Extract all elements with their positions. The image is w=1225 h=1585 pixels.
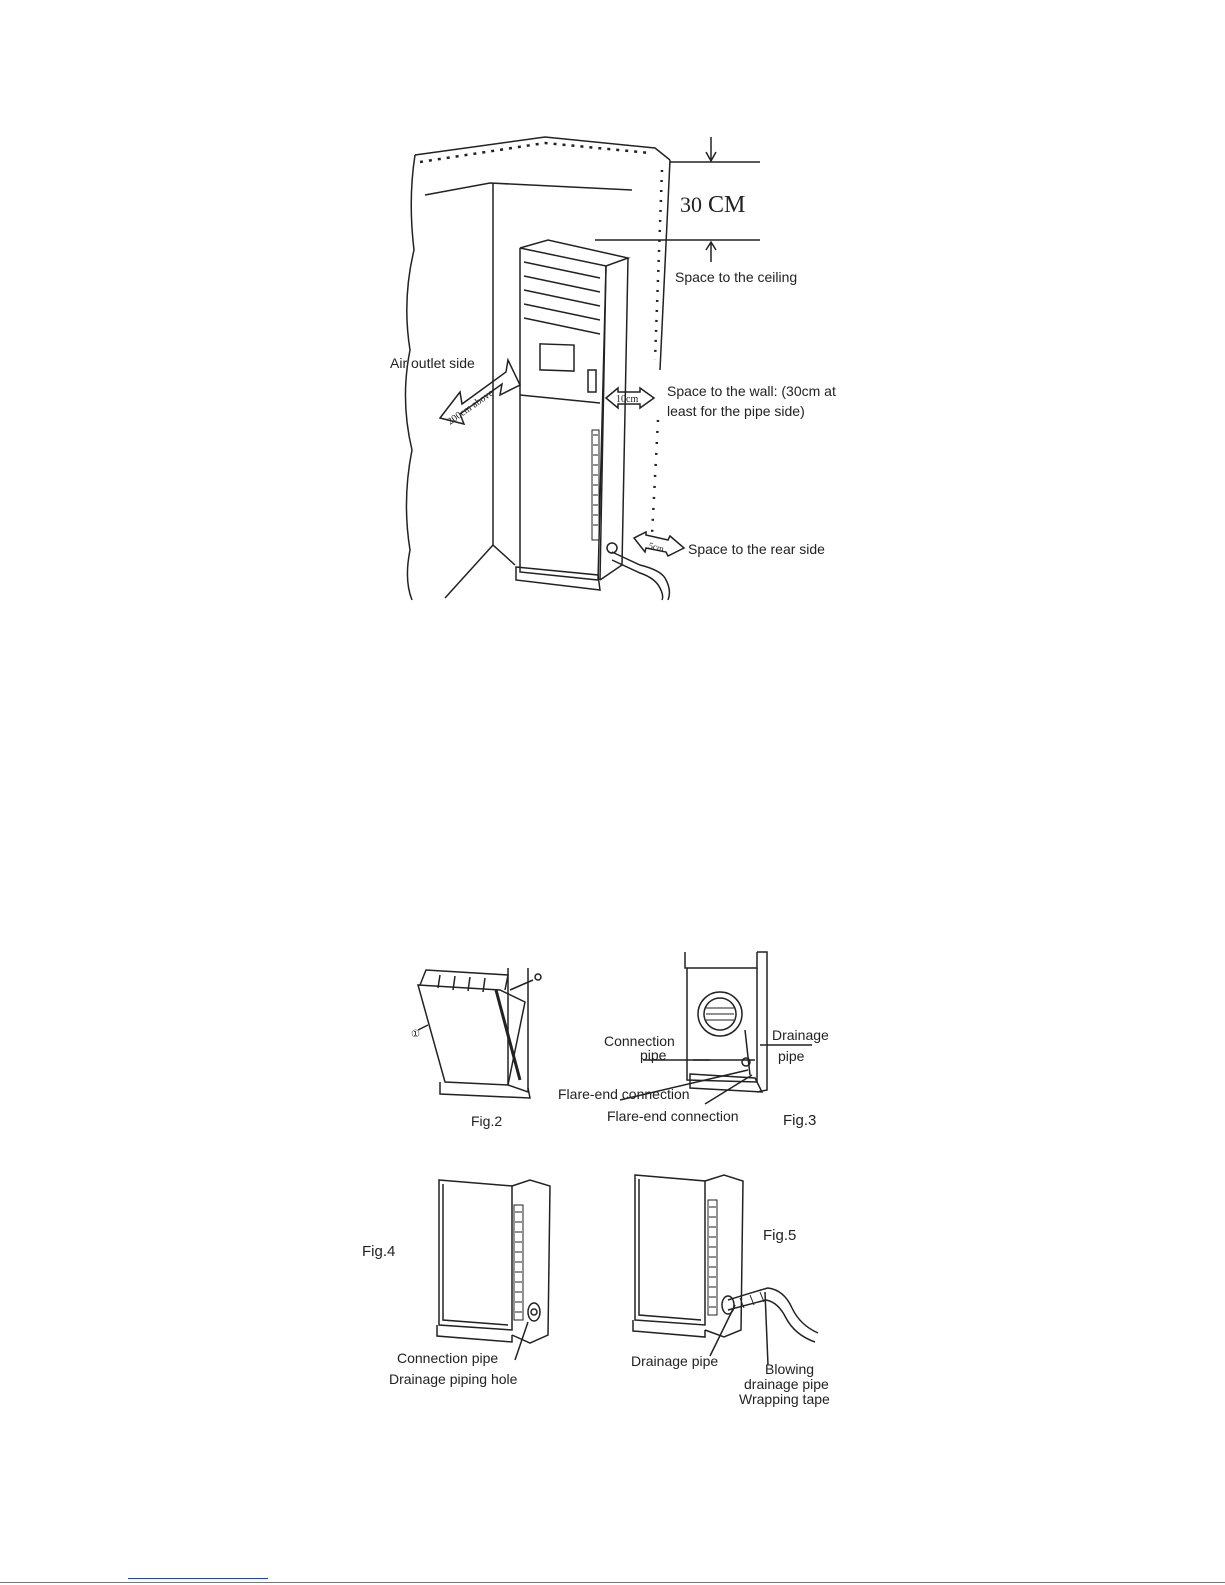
fig3-drainage-pipe-line1: Drainage — [772, 1027, 829, 1043]
fig3-connection-pipe-line1: Connection — [604, 1033, 675, 1049]
ceiling-label: Space to the ceiling — [675, 269, 797, 285]
fig3-flare-end-2: Flare-end connection — [607, 1108, 739, 1124]
rear-clearance-arrow — [632, 530, 686, 558]
fig1-clearance-diagram: 30 CM Space to the ceiling Air outlet si… — [390, 136, 836, 601]
side-clearance-arrow — [604, 386, 656, 410]
fig3-drainage-pipe-line2: pipe — [778, 1048, 805, 1064]
fig5-drainage-pipe: Drainage pipe — [631, 1353, 718, 1369]
fig5-drainage-pipe: Fig.5 Drainage pipe Blowing drainage pip… — [631, 1174, 830, 1407]
rear-clearance-value: 5cm — [647, 540, 665, 554]
rear-label: Space to the rear side — [688, 541, 825, 557]
ceiling-edge — [414, 136, 671, 161]
fig4-connection-pipe: Connection pipe — [397, 1350, 498, 1366]
fig5-blowing-drainage-pipe: drainage pipe — [744, 1376, 829, 1392]
wall-label-line1: Space to the wall: (30cm at — [667, 383, 836, 399]
fig3-caption: Fig.3 — [783, 1112, 816, 1129]
footer-rule — [0, 1582, 1225, 1583]
fig3-flare-end-1: Flare-end connection — [558, 1086, 690, 1102]
floor-standing-unit — [515, 239, 631, 591]
right-wall-edge — [659, 159, 671, 371]
drainage-hose — [727, 1287, 819, 1343]
fig5-blowing: Blowing — [765, 1361, 814, 1377]
fig3-pipe-connections: Connection pipe Drainage pipe Flare-end … — [558, 951, 829, 1129]
fig4-drainage-piping-hole: Drainage piping hole — [389, 1371, 518, 1387]
fig3-connection-pipe-line2: pipe — [640, 1047, 667, 1063]
front-clearance-arrow — [438, 357, 521, 426]
footer-link-underline — [128, 1578, 268, 1579]
side-clearance-value: 10cm — [616, 394, 638, 405]
wall-label-line2: least for the pipe side) — [667, 403, 805, 419]
fig5-caption: Fig.5 — [763, 1227, 796, 1244]
fig5-wrapping-tape: Wrapping tape — [739, 1391, 830, 1407]
fig2-marker: ① — [411, 1029, 420, 1040]
fig2-front-panel-removal: ① Fig.2 — [411, 968, 542, 1129]
ceiling-distance-value: 30 — [680, 192, 702, 217]
wall-outline — [404, 154, 416, 601]
front-clearance-value: 200cm above — [445, 387, 496, 427]
fig4-caption: Fig.4 — [362, 1243, 395, 1260]
air-outlet-label: Air outlet side — [390, 355, 475, 371]
fig4-connection-pipe: Fig.4 Connection pipe Drainage piping ho… — [362, 1179, 551, 1387]
rear-pipe — [611, 551, 671, 601]
ceiling-distance-unit: CM — [708, 192, 745, 218]
fig2-caption: Fig.2 — [471, 1113, 502, 1129]
